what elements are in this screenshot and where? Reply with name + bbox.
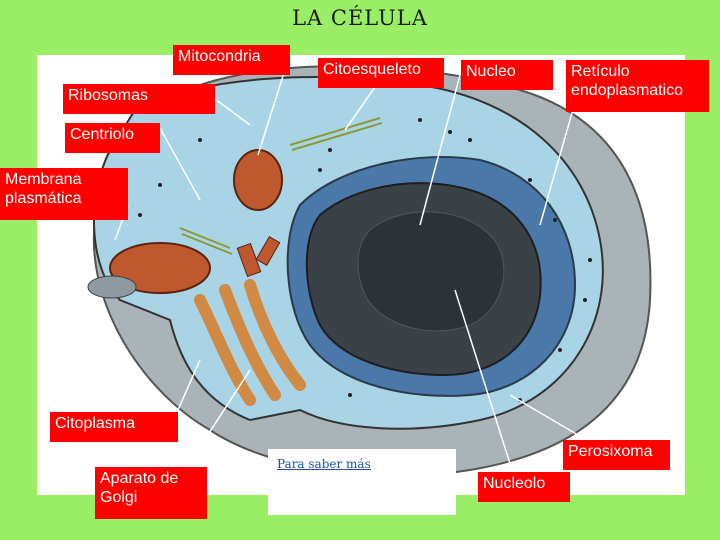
- centriole: [236, 242, 262, 278]
- label-golgi: Aparato de Golgi: [95, 467, 207, 519]
- nucleolus-shape: [357, 211, 505, 332]
- label-nucleo: Nucleo: [461, 60, 553, 90]
- label-reticulo: Retículo endoplasmatico: [566, 60, 709, 112]
- centriole: [255, 236, 281, 266]
- page-title: LA CÉLULA: [292, 6, 428, 30]
- label-membrana: Membrana plasmática: [0, 168, 128, 220]
- label-mitocondria: Mitocondria: [173, 45, 290, 75]
- cytoskeleton-fibers: [179, 117, 383, 255]
- mitochondrion-left: [109, 242, 211, 294]
- vacuole: [87, 275, 137, 299]
- label-ribosomas: Ribosomas: [63, 84, 215, 114]
- mitochondrion-top: [233, 149, 283, 211]
- label-nucleolo: Nucleolo: [478, 472, 570, 502]
- label-citoplasma: Citoplasma: [50, 412, 178, 442]
- label-centriolo: Centriolo: [65, 123, 160, 153]
- link-box: Para saber más: [268, 449, 456, 515]
- golgi-stack: [194, 279, 306, 406]
- label-perosixoma: Perosixoma: [563, 440, 670, 470]
- para-saber-mas-link[interactable]: Para saber más: [277, 457, 371, 471]
- label-citoesqueleto: Citoesqueleto: [318, 58, 444, 88]
